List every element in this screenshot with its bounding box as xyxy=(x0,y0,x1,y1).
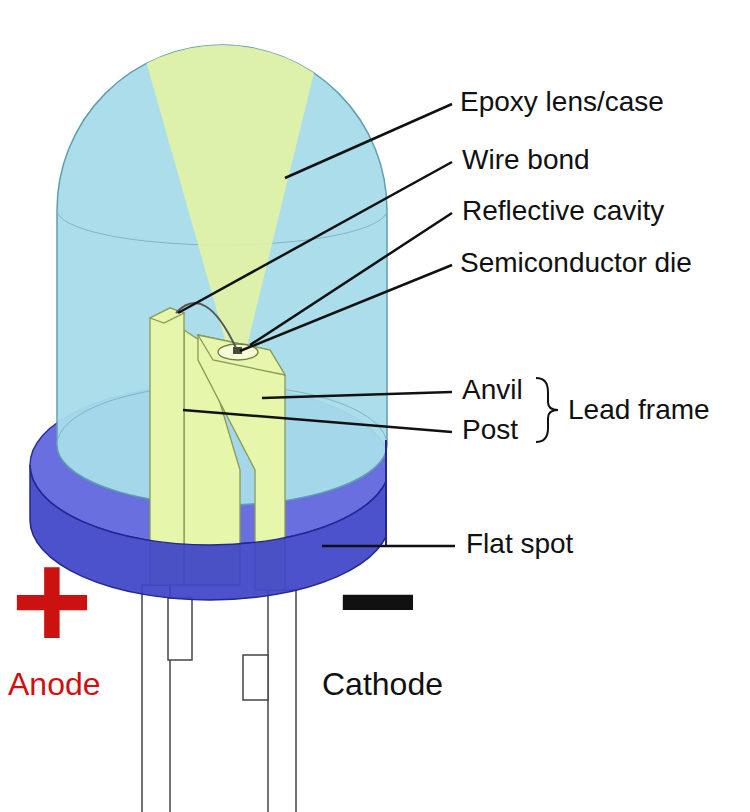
flat-spot-edge xyxy=(385,440,387,545)
anode-lead xyxy=(142,585,192,812)
pin-label: Cathode xyxy=(322,668,443,700)
part-label: Post xyxy=(462,416,518,444)
part-label: Semiconductor die xyxy=(460,249,692,277)
leader-lines xyxy=(178,104,455,546)
polarity-sign: + xyxy=(11,566,93,636)
polarity-sign: − xyxy=(337,566,419,636)
group-label: Lead frame xyxy=(568,396,710,424)
anvil-top xyxy=(198,335,285,375)
part-label: Wire bond xyxy=(462,146,590,174)
part-label: Epoxy lens/case xyxy=(460,88,664,116)
part-label: Anvil xyxy=(462,376,523,404)
part-label: Flat spot xyxy=(466,530,573,558)
cathode-lead xyxy=(243,590,296,812)
pin-label: Anode xyxy=(8,668,101,700)
brace xyxy=(536,378,558,442)
light-cone xyxy=(140,40,322,350)
part-label: Reflective cavity xyxy=(462,197,664,225)
